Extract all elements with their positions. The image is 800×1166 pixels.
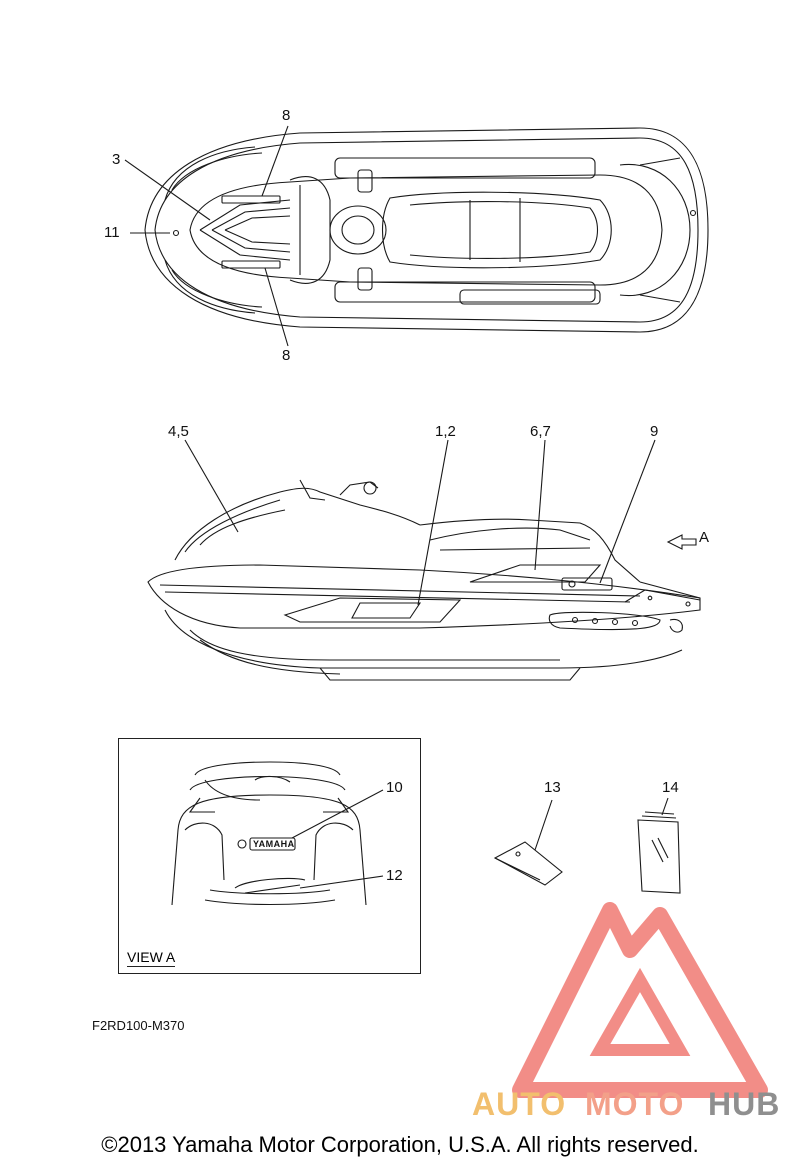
rear-badge-text: YAMAHA — [253, 839, 295, 849]
diagram-part-code: F2RD100-M370 — [92, 1018, 185, 1033]
callout-6-7: 6,7 — [530, 423, 551, 440]
callout-3: 3 — [112, 151, 121, 168]
view-a-label: VIEW A — [127, 949, 176, 967]
watermark-text-auto: AUTO — [472, 1086, 567, 1122]
side-view-hull — [147, 479, 701, 681]
top-view-hull — [144, 127, 709, 333]
watermark-text-hub: HUB — [708, 1086, 781, 1122]
callout-13: 13 — [544, 779, 561, 796]
callout-1-2: 1,2 — [435, 423, 456, 440]
callout-view-a-arrow: A — [699, 529, 710, 546]
rear-view-drawing — [171, 761, 367, 906]
side-view-leaders — [184, 439, 656, 606]
top-view-leaders — [124, 125, 289, 347]
part-14-decal-sheet — [637, 797, 681, 894]
callout-8-top: 8 — [282, 107, 291, 124]
callout-10: 10 — [386, 779, 403, 796]
watermark-text-moto: MOTO — [585, 1086, 685, 1122]
callout-11: 11 — [104, 224, 120, 241]
rear-view-leaders — [291, 789, 384, 889]
callout-14: 14 — [662, 779, 679, 796]
callout-12: 12 — [386, 867, 403, 884]
view-a-arrow — [666, 534, 697, 550]
callout-4-5: 4,5 — [168, 423, 189, 440]
view-a-box: VIEW A — [118, 738, 421, 974]
callout-9: 9 — [650, 423, 659, 440]
part-13-pouch — [493, 799, 563, 886]
copyright-notice: ©2013 Yamaha Motor Corporation, U.S.A. A… — [101, 1132, 699, 1157]
watermark-logo — [512, 902, 768, 1098]
callout-8-bottom: 8 — [282, 347, 291, 364]
